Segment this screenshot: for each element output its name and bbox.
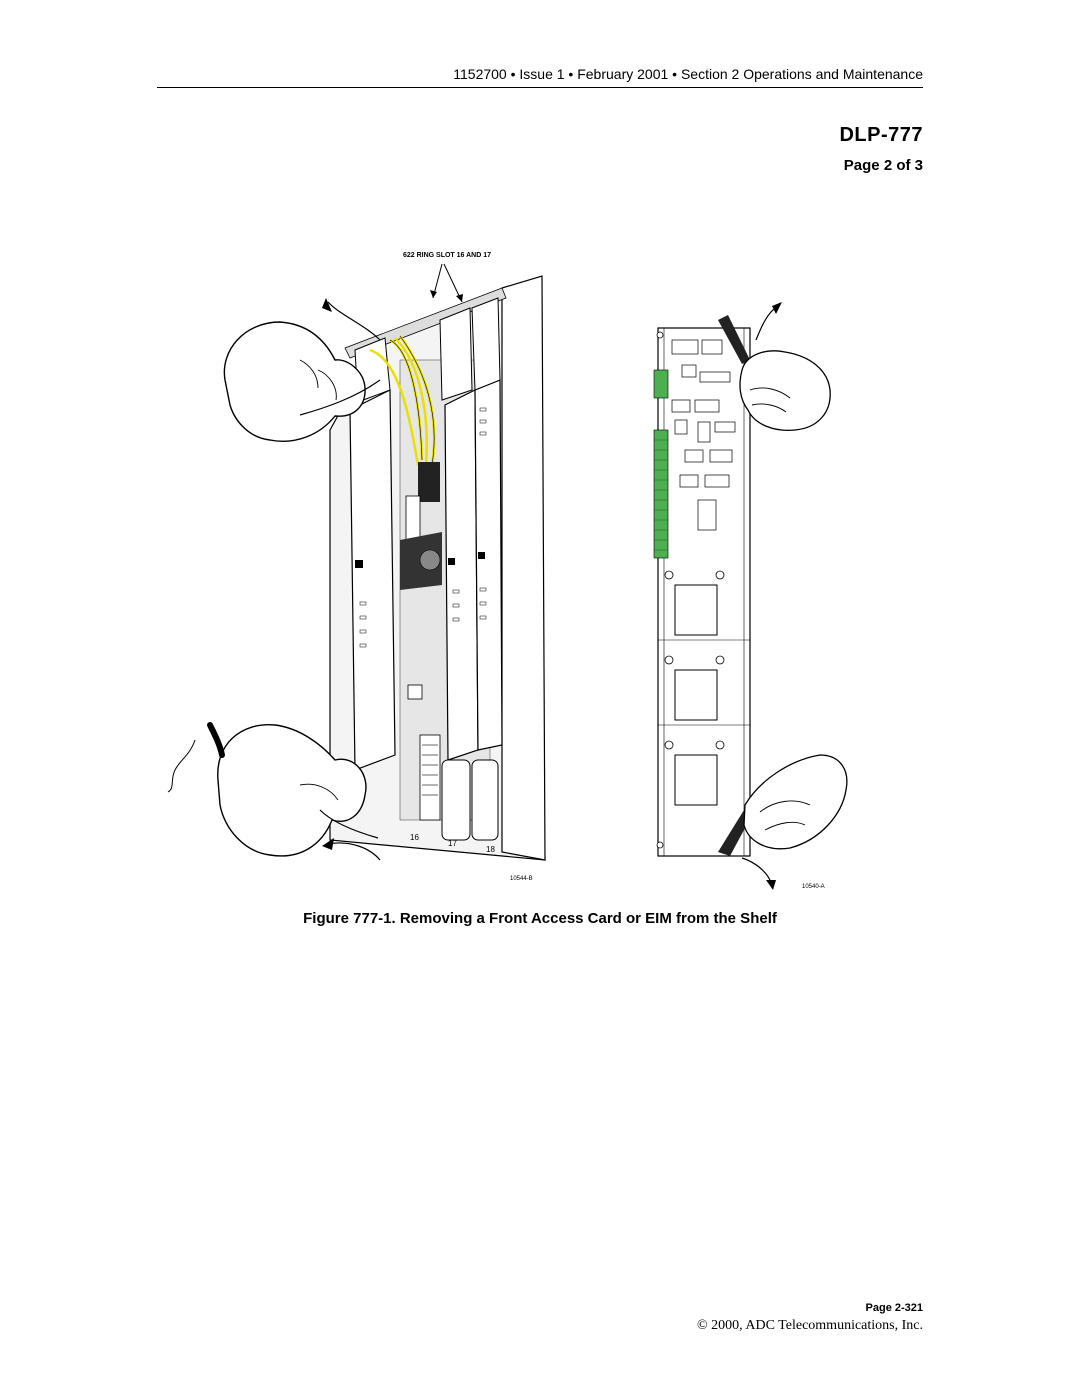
figure-code-right: 10540-A	[802, 884, 825, 890]
figure-illustration: 622 RING SLOT 16 AND 17	[167, 252, 848, 890]
slot-number: 17	[448, 839, 457, 848]
slot-label: 622 RING SLOT 16 AND 17	[403, 252, 491, 259]
figure-caption: Figure 777-1. Removing a Front Access Ca…	[303, 910, 777, 927]
figure-code-left: 10544-B	[510, 876, 533, 882]
slot-number: 16	[410, 833, 419, 842]
footer-copyright: © 2000, ADC Telecommunications, Inc.	[697, 1318, 923, 1333]
running-header: 1152700 • Issue 1 • February 2001 • Sect…	[453, 66, 923, 82]
page-of-label: Page 2 of 3	[843, 157, 923, 174]
footer-page-number: Page 2-321	[865, 1302, 923, 1314]
shelf-illustration: 622 RING SLOT 16 AND 17	[167, 252, 546, 882]
dlp-title: DLP-777	[839, 124, 923, 146]
header-rule	[157, 87, 923, 88]
figure: 622 RING SLOT 16 AND 17	[150, 240, 940, 900]
slot-number: 18	[486, 845, 495, 854]
eim-card-illustration: 10540-A	[653, 302, 848, 890]
